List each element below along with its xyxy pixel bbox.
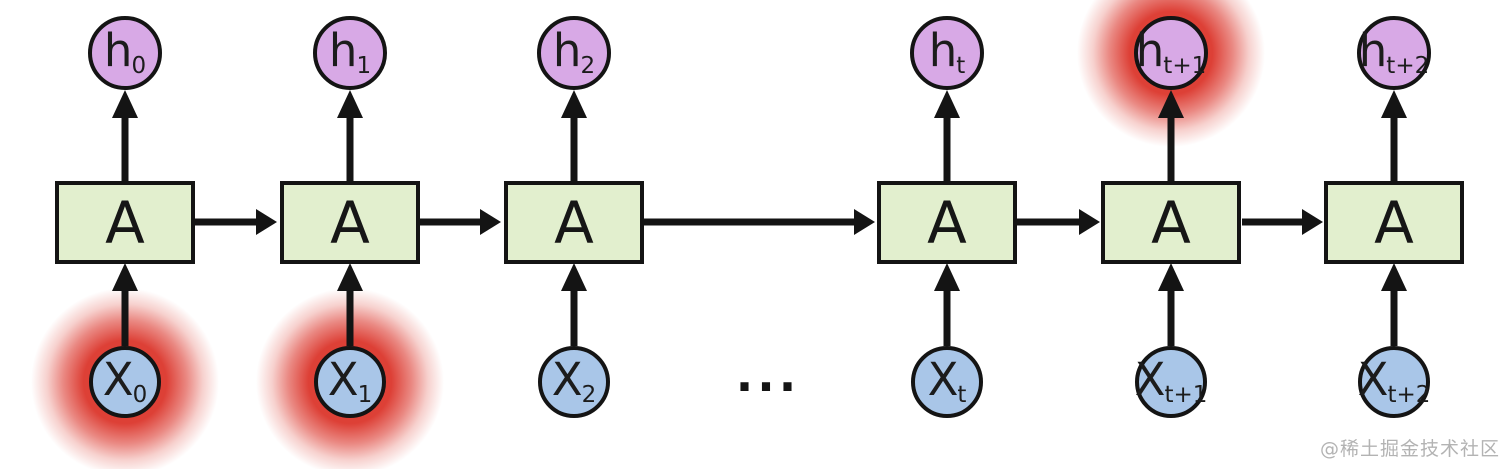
arrow-recurrent-t1-t2 — [1302, 209, 1323, 235]
arrow-recurrent-0-1 — [256, 209, 277, 235]
cell-label: A — [105, 188, 145, 257]
input-node-x2: X2 — [538, 346, 610, 418]
hidden-state-node-ht: ht — [910, 16, 984, 90]
hidden-state-label: ht — [928, 24, 966, 79]
hidden-state-label: ht+2 — [1358, 24, 1430, 79]
input-node-xt: Xt — [911, 346, 983, 418]
arrow-up-ht1 — [1158, 90, 1184, 118]
cell-label: A — [330, 188, 370, 257]
cell-box-0: A — [55, 181, 195, 264]
input-node-xt2: Xt+2 — [1358, 346, 1430, 418]
arrow-recurrent-1-2 — [480, 209, 501, 235]
arrow-up-ht2 — [1381, 90, 1407, 118]
arrow-in-xt2 — [1381, 263, 1407, 291]
hidden-state-label: h1 — [328, 24, 372, 79]
hidden-state-label: h0 — [103, 24, 147, 79]
hidden-state-label: h2 — [552, 24, 596, 79]
hidden-state-node-ht2: ht+2 — [1357, 16, 1431, 90]
arrow-recurrent-2-t — [854, 209, 875, 235]
cell-box-t1: A — [1101, 181, 1241, 264]
cell-label: A — [554, 188, 594, 257]
arrow-in-x2 — [561, 263, 587, 291]
arrow-in-xt1 — [1158, 263, 1184, 291]
arrow-recurrent-t-t1 — [1079, 209, 1100, 235]
cell-box-1: A — [280, 181, 420, 264]
arrow-up-h0 — [112, 90, 138, 118]
cell-label: A — [1374, 188, 1414, 257]
hidden-state-node-h2: h2 — [537, 16, 611, 90]
cell-box-t: A — [877, 181, 1017, 264]
watermark: @稀土掘金技术社区 — [1319, 438, 1500, 460]
input-label: X2 — [551, 353, 597, 408]
input-node-x1: X1 — [314, 346, 386, 418]
input-label: Xt — [927, 353, 967, 408]
arrow-in-x0 — [112, 263, 138, 291]
arrow-up-h2 — [561, 90, 587, 118]
arrow-up-h1 — [337, 90, 363, 118]
input-node-xt1: Xt+1 — [1135, 346, 1207, 418]
input-label: Xt+2 — [1357, 353, 1431, 408]
input-label: X0 — [102, 353, 148, 408]
continuation-ellipsis: ... — [735, 348, 801, 402]
cell-box-2: A — [504, 181, 644, 264]
input-label: X1 — [327, 353, 373, 408]
input-node-x0: X0 — [89, 346, 161, 418]
cell-label: A — [1151, 188, 1191, 257]
hidden-state-node-h0: h0 — [88, 16, 162, 90]
cell-label: A — [927, 188, 967, 257]
arrow-in-xt — [934, 263, 960, 291]
hidden-state-node-h1: h1 — [313, 16, 387, 90]
hidden-state-node-ht1: ht+1 — [1134, 16, 1208, 90]
cell-box-t2: A — [1324, 181, 1464, 264]
arrow-up-ht — [934, 90, 960, 118]
input-label: Xt+1 — [1134, 353, 1208, 408]
arrow-in-x1 — [337, 263, 363, 291]
hidden-state-label: ht+1 — [1135, 24, 1207, 79]
